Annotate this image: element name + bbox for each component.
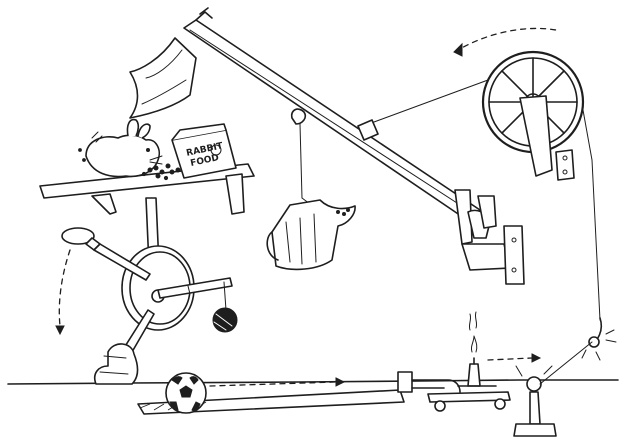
pitcher-string <box>299 123 311 205</box>
candle-icon <box>467 311 481 387</box>
roll-arrow <box>209 377 346 387</box>
food-crumbs <box>78 148 181 181</box>
wheel-mechanism <box>121 197 233 331</box>
string-trigger <box>581 317 617 361</box>
boot-icon <box>93 309 155 385</box>
rabbit-icon <box>85 118 163 178</box>
soccer-ball-icon <box>165 372 207 414</box>
skateboard-icon <box>427 385 511 412</box>
floor-pulley <box>513 341 593 437</box>
pulley-wheel-icon <box>481 50 585 181</box>
pulley-string <box>373 27 601 321</box>
axe-icon <box>129 37 197 119</box>
pipe <box>397 371 461 393</box>
pitcher-icon <box>266 199 356 271</box>
swing-arrow <box>55 249 71 336</box>
push-arrow <box>487 353 542 363</box>
weight-ball-icon <box>212 307 238 333</box>
food-bag-icon: RABBIT FOOD <box>171 123 237 179</box>
magnifier-lever <box>61 227 151 281</box>
beam-clamp <box>290 108 379 141</box>
hook-mount <box>454 189 525 285</box>
